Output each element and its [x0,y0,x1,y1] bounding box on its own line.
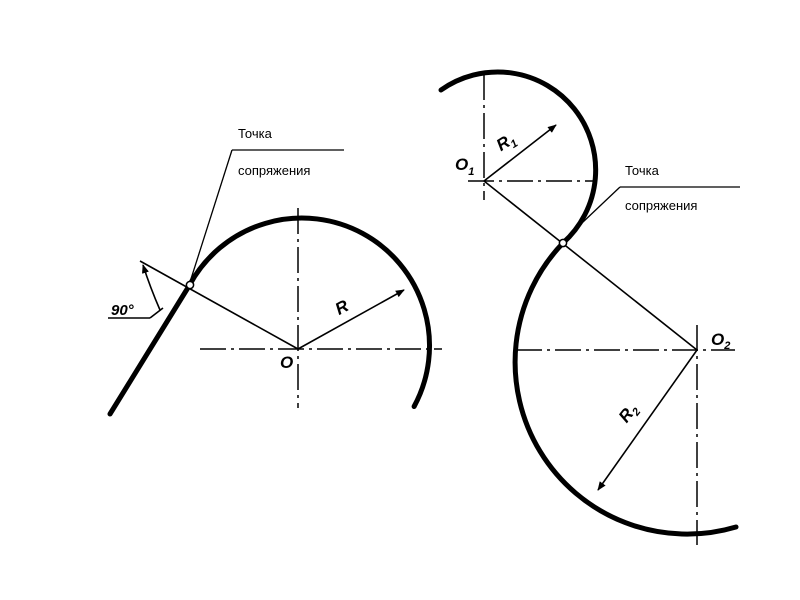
left-normal-line [139,260,299,350]
left-tangent-line [107,283,192,417]
left-callout-line2: сопряжения [238,163,310,178]
right-callout-line1: Точка [625,163,660,178]
o1-label-sub: 1 [468,166,474,178]
right-callout-line2: сопряжения [625,198,697,213]
right-figure: Точка сопряжения O1 R1 O2 R2 [438,69,740,545]
o1-label: O1 [455,155,474,178]
r1-label: R1 [493,129,520,157]
left-angle-arc [142,264,161,311]
left-radius-arrow [297,289,405,350]
r1-radius-arrow [483,124,557,182]
left-callout-leader [189,149,233,283]
o2-label-sub: 2 [723,340,730,352]
r2-label: R2 [615,400,644,428]
right-tangency-point [558,238,568,248]
right-callout-leader [563,186,621,241]
left-radius-label: R [332,296,352,319]
upper-arc-r1 [438,69,599,246]
left-angle-label: 90° [111,302,135,319]
centers-line [483,180,698,351]
lower-arc-r2 [512,240,739,537]
left-angle-leader [149,307,164,319]
left-figure: Точка сопряжения O R 90° [107,126,442,417]
left-callout-line1: Точка [238,126,273,141]
r2-radius-arrow [597,349,698,491]
left-arc [187,215,432,409]
o1-label-main: O [455,155,468,174]
r1-label-sub: 1 [509,137,521,150]
o2-label-main: O [711,330,724,349]
left-center-label: O [280,353,293,372]
o2-label: O2 [711,330,730,352]
left-tangency-point [185,280,195,290]
